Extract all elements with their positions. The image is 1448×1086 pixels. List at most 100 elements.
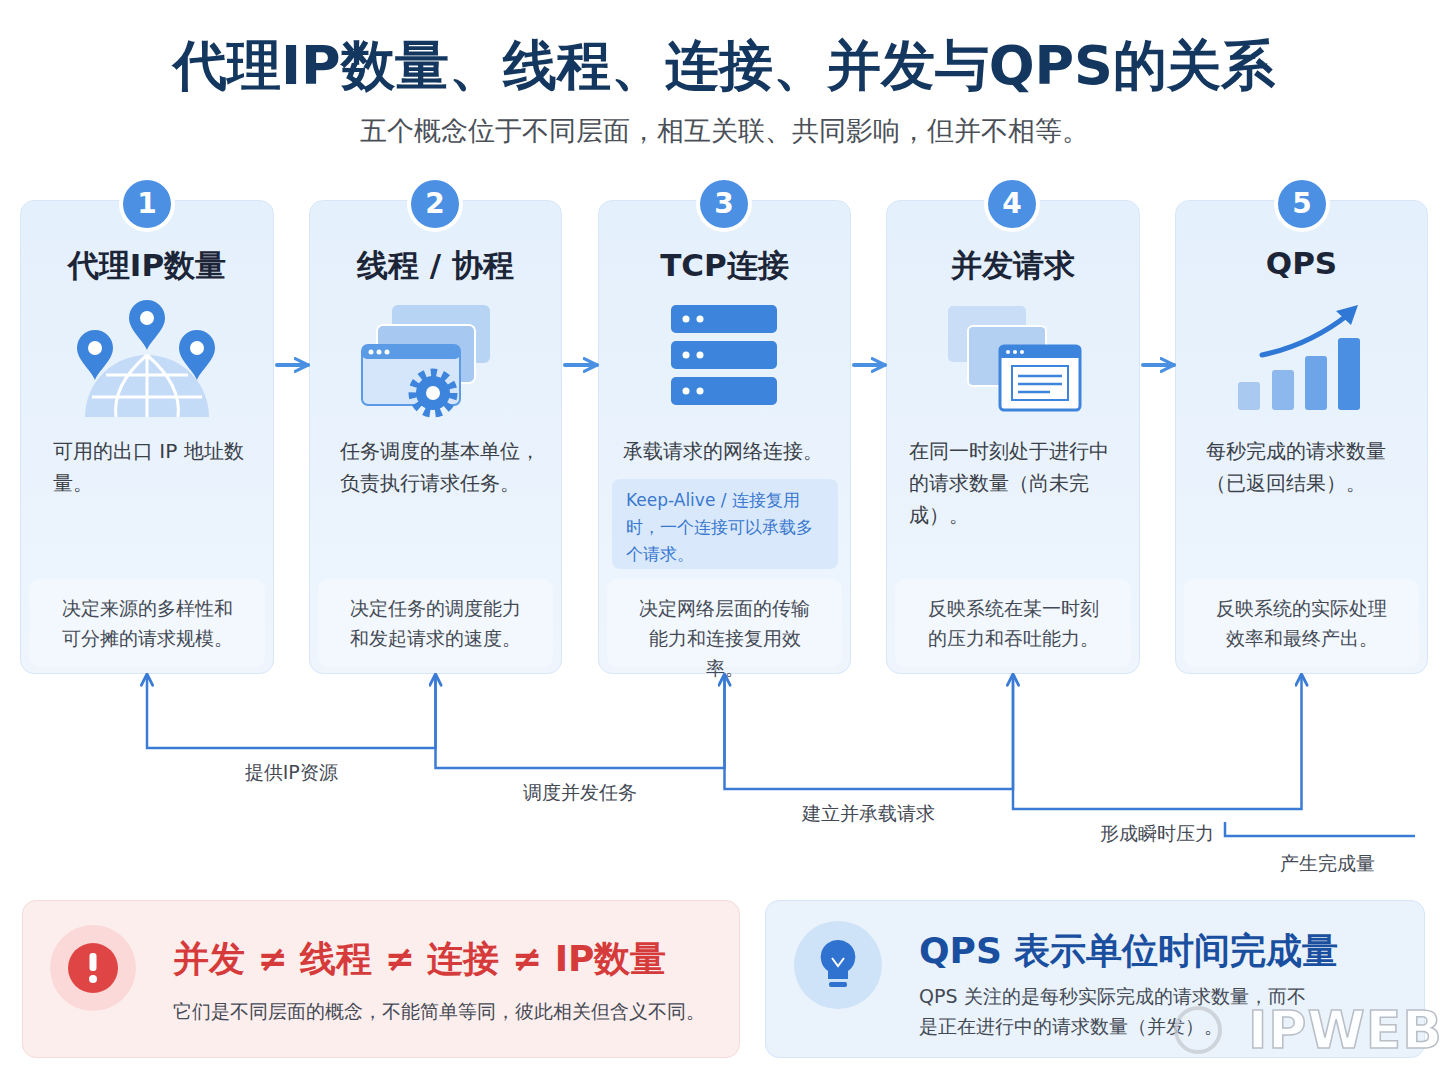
flow-label: 产生完成量 [1280, 851, 1375, 877]
warning-panel: 并发 ≠ 线程 ≠ 连接 ≠ IP数量它们是不同层面的概念，不能简单等同，彼此相… [22, 900, 740, 1058]
box-body: 承载请求的网络连接。 [623, 435, 843, 467]
window-mid [968, 326, 1046, 386]
box-text: 决定来源的多样性和可分摊的请求规模。 [55, 593, 239, 653]
summary-box: 反映系统的实际处理效率和最终产出。 [1184, 579, 1419, 667]
requests-icon [948, 306, 1080, 410]
flow-arrow [1143, 363, 1174, 367]
chart-bar [1338, 338, 1360, 410]
concept-card: 代理IP数量可用的出口 IP 地址数量。决定来源的多样性和可分摊的请求规模。 [20, 200, 274, 674]
summary-box: 反映系统在某一时刻的压力和吞吐能力。 [895, 579, 1131, 667]
bulb-icon [794, 921, 882, 1009]
exclamation-bar [90, 953, 97, 971]
summary-box: 决定任务的调度能力和发起请求的速度。 [318, 579, 553, 667]
box-heading: 并发请求 [887, 245, 1139, 287]
map-pin [129, 300, 165, 350]
connector-label: 形成瞬时压力 [1100, 821, 1214, 847]
bracket-connector [147, 674, 436, 748]
chart-bar [1238, 382, 1260, 410]
leader-line [1225, 822, 1415, 836]
warning-icon [50, 925, 136, 1011]
window-dot [369, 350, 374, 355]
window-bar [1000, 346, 1080, 358]
summary-box: 决定来源的多样性和可分摊的请求规模。 [29, 579, 265, 667]
diagram-caption: 五个概念位于不同层面，相互关联、共同影响，但并不相等。 [0, 113, 1448, 149]
server-unit [671, 377, 777, 405]
box-body: 在同一时刻处于进行中的请求数量（尚未完成）。 [909, 435, 1115, 531]
pin-hole [88, 341, 102, 355]
info-panel: QPS 表示单位时间完成量 QPS 关注的是每秒实际完成的请求数量，而不是正在进行… [765, 900, 1425, 1058]
server-unit [671, 305, 777, 333]
window-dot [1020, 350, 1024, 354]
pin-hole [140, 311, 154, 325]
box-text: 反映系统的实际处理效率和最终产出。 [1210, 593, 1393, 653]
map-pin [179, 330, 215, 380]
growth-chart-icon [1238, 305, 1360, 410]
icon-disc [68, 943, 118, 993]
request-form [1012, 366, 1068, 400]
server-light [697, 352, 704, 359]
box-heading: 代理IP数量 [21, 245, 273, 287]
icon-halo [50, 925, 136, 1011]
box-text: 决定网络层面的传输能力和连接复用效率。 [633, 593, 816, 683]
concept-card: 并发请求在同一时刻处于进行中的请求数量（尚未完成）。反映系统在某一时刻的压力和吞… [886, 200, 1140, 674]
diagram-title: 代理IP数量、线程、连接、并发与QPS的关系 [0, 30, 1448, 103]
window-bar [362, 345, 460, 359]
window-dot [377, 350, 382, 355]
pin-hole [190, 341, 204, 355]
window-mid [377, 325, 475, 383]
window-back [948, 306, 1026, 362]
box-body: QPS 关注的是每秒实际完成的请求数量，而不是正在进行中的请求数量（并发）。 [919, 981, 1319, 1041]
trend-line [1262, 314, 1349, 355]
globe-grid [92, 355, 202, 417]
server-light [683, 352, 690, 359]
gear-teeth [413, 373, 453, 413]
bracket-connector [725, 674, 1014, 789]
concept-card: TCP连接承载请求的网络连接。Keep-Alive / 连接复用时，一个连接可以… [598, 200, 851, 674]
server-light [683, 388, 690, 395]
watermark-logo [1176, 1008, 1220, 1052]
globe-shape [85, 355, 209, 417]
bulb-glass [821, 940, 856, 979]
box-heading: QPS [1176, 245, 1427, 281]
window-front [1000, 346, 1080, 410]
box-text: 决定任务的调度能力和发起请求的速度。 [344, 593, 527, 653]
window-dot [1013, 350, 1017, 354]
note-box: Keep-Alive / 连接复用时，一个连接可以承载多个请求。 [612, 479, 838, 569]
window-front [362, 345, 460, 405]
box-heading: QPS 表示单位时间完成量 [919, 927, 1338, 976]
exclamation-dot [89, 975, 97, 983]
windows-gear-icon [362, 305, 490, 413]
window-back [392, 305, 490, 363]
box-body: 每秒完成的请求数量（已返回结果）。 [1206, 435, 1406, 499]
bracket-connector [1013, 674, 1302, 809]
flow-arrow [277, 363, 308, 367]
gear-body [416, 376, 450, 410]
connector-label: 调度并发任务 [523, 780, 637, 806]
server-icon [671, 305, 777, 405]
bulb-filament [832, 958, 844, 966]
globe-pins-icon [77, 300, 215, 417]
server-light [697, 388, 704, 395]
connector-label: 建立并承载请求 [802, 801, 935, 827]
map-pin [77, 330, 113, 380]
concept-card: 线程 / 协程任务调度的基本单位，负责执行请求任务。决定任务的调度能力和发起请求… [309, 200, 562, 674]
gear-hole [426, 386, 440, 400]
bulb-base [829, 982, 847, 987]
trend-arrowhead [1336, 305, 1358, 325]
server-light [683, 316, 690, 323]
icon-halo [794, 921, 882, 1009]
server-unit [671, 341, 777, 369]
box-body: 可用的出口 IP 地址数量。 [53, 435, 253, 499]
box-heading: 线程 / 协程 [310, 245, 561, 287]
box-body: 任务调度的基本单位，负责执行请求任务。 [340, 435, 552, 499]
request-lines [1018, 376, 1062, 392]
connector-label: 提供IP资源 [245, 760, 338, 786]
box-body: 它们是不同层面的概念，不能简单等同，彼此相关但含义不同。 [173, 999, 705, 1025]
summary-box: 决定网络层面的传输能力和连接复用效率。 [607, 579, 842, 667]
flow-arrow [565, 363, 597, 367]
concept-card: QPS 每秒完成的请求数量（已返回结果）。反映系统的实际处理效率和最终产出。 [1175, 200, 1428, 674]
window-dot [1006, 350, 1010, 354]
bracket-connector [436, 674, 725, 768]
